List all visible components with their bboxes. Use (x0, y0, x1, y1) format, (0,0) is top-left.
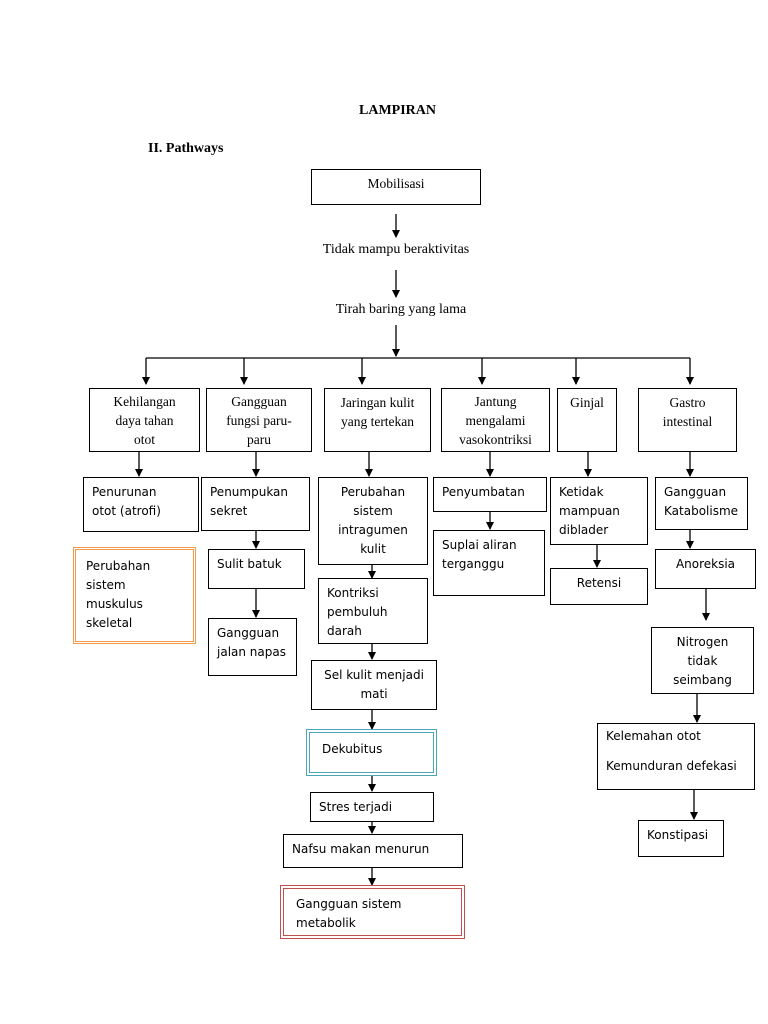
category-label: Ginjal (570, 395, 604, 410)
node-label: Suplai aliran terganggu (442, 538, 517, 571)
node-label: Sulit batuk (217, 557, 282, 571)
node-label: Sel kulit menjadi mati (324, 668, 424, 701)
node-label: Konstipasi (647, 828, 709, 842)
node-label: Mobilisasi (367, 176, 425, 191)
category-ginjal: Ginjal (557, 388, 617, 452)
node-anoreksia: Anoreksia (655, 549, 756, 589)
node-kelemahan-otot: Kelemahan otot Kemunduran defekasi (597, 723, 755, 790)
category-gangguan-paru: Gangguan fungsi paru- paru (206, 388, 312, 452)
category-jaringan-kulit: Jaringan kulit yang tertekan (324, 388, 431, 452)
node-label: Gangguan jalan napas (217, 626, 286, 659)
page-title: LAMPIRAN (359, 103, 436, 118)
node-penyumbatan: Penyumbatan (433, 477, 547, 512)
node-konstipasi: Konstipasi (638, 820, 724, 857)
category-label: Gastro intestinal (662, 395, 713, 429)
category-label: Kehilangan daya tahan otot (113, 393, 176, 447)
node-nafsu-makan-menurun: Nafsu makan menurun (283, 834, 463, 868)
node-stres-terjadi: Stres terjadi (310, 792, 434, 822)
node-label: Dekubitus (322, 742, 383, 756)
node-label: Nafsu makan menurun (292, 842, 430, 856)
node-label: Nitrogen tidak seimbang (673, 635, 732, 687)
node-label: Perubahan sistem muskulus skeletal (86, 559, 151, 630)
node-suplai-aliran: Suplai aliran terganggu (433, 530, 545, 596)
node-sel-kulit-mati: Sel kulit menjadi mati (311, 660, 437, 710)
category-jantung: Jantung mengalami vasokontriksi (441, 388, 550, 452)
highlight-dekubitus: Dekubitus (306, 729, 437, 776)
node-label: Retensi (576, 576, 622, 590)
category-gastro-intestinal: Gastro intestinal (638, 388, 737, 452)
node-label: Ketidak mampuan diblader (559, 485, 620, 537)
category-label: Jaringan kulit yang tertekan (340, 395, 415, 429)
node-mobilisasi: Mobilisasi (311, 169, 481, 205)
category-label: Gangguan fungsi paru- paru (226, 393, 292, 447)
node-tidak-mampu: Tidak mampu beraktivitas (322, 242, 470, 257)
category-label: Jantung mengalami vasokontriksi (459, 393, 532, 447)
node-label: Gangguan Katabolisme (664, 485, 739, 518)
node-label: Penurunan otot (atrofi) (92, 485, 161, 518)
section-heading: II. Pathways (148, 141, 224, 156)
node-label: Stres terjadi (319, 800, 393, 814)
node-label: Penyumbatan (442, 485, 525, 499)
node-nitrogen-tidak-seimbang: Nitrogen tidak seimbang (651, 627, 754, 694)
node-label: Penumpukan sekret (210, 485, 289, 518)
node-retensi: Retensi (550, 568, 648, 605)
node-label: Kelemahan otot Kemunduran defekasi (606, 729, 737, 773)
node-kontriksi-pembuluh: Kontriksi pembuluh darah (318, 578, 428, 644)
node-sulit-batuk: Sulit batuk (208, 549, 305, 589)
category-kehilangan-daya-tahan: Kehilangan daya tahan otot (89, 388, 200, 452)
node-perubahan-intragumen: Perubahan sistem intragumen kulit (318, 477, 428, 565)
node-label: Anoreksia (675, 557, 736, 571)
node-label: Kontriksi pembuluh darah (327, 586, 388, 638)
node-penurunan-otot: Penurunan otot (atrofi) (83, 477, 199, 532)
node-gangguan-jalan-napas: Gangguan jalan napas (208, 618, 297, 676)
node-label: Perubahan sistem intragumen kulit (338, 485, 408, 556)
node-label: Gangguan sistem metabolik (296, 897, 402, 930)
node-gangguan-katabolisme: Gangguan Katabolisme (655, 477, 748, 530)
node-tirah-baring: Tirah baring yang lama (335, 302, 467, 317)
highlight-perubahan-muskuloskeletal: Perubahan sistem muskulus skeletal (73, 547, 196, 644)
node-penumpukan-sekret: Penumpukan sekret (201, 477, 310, 531)
node-ketidak-mampuan: Ketidak mampuan diblader (550, 477, 648, 545)
highlight-gangguan-metabolik: Gangguan sistem metabolik (280, 885, 465, 939)
